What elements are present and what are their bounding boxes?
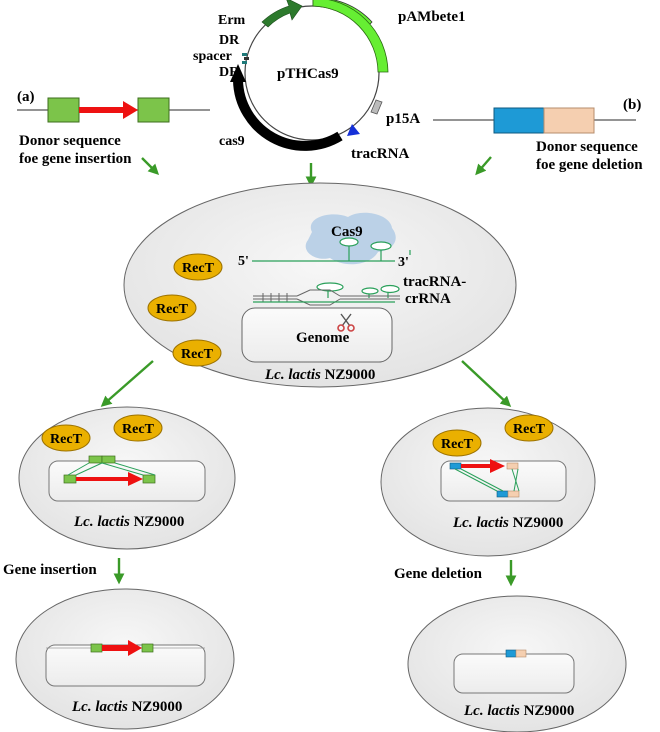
plasmid-name: pTHCas9 [277, 66, 339, 82]
right-homology-arm [137, 97, 170, 123]
guide-rna-strand [252, 237, 411, 298]
guide-rna-line2: crRNA [405, 291, 451, 307]
deletion-result-cell: Lc. lactis NZ9000 [407, 595, 627, 732]
panel-b-tag: (b) [623, 97, 641, 113]
tracrna-label: tracRNA [351, 146, 409, 162]
genome-box [241, 307, 393, 363]
cas9-gene-label: cas9 [219, 134, 245, 149]
panel-a-tag: (a) [17, 89, 35, 105]
p15a-segment [370, 99, 383, 115]
deletion-peach-arm [543, 107, 595, 134]
insertion-gene-arrow [76, 472, 143, 486]
panel-b-caption-line1: Donor sequence [536, 139, 638, 155]
svg-text:RecT: RecT [441, 437, 474, 452]
five-prime-label: 5' [238, 254, 249, 269]
arrow-b-to-cell [475, 156, 492, 176]
insertion-result-genome [45, 644, 206, 687]
pambete1-label: pAMbete1 [398, 9, 466, 25]
tracrna-segment [347, 124, 360, 136]
svg-text:RecT: RecT [181, 347, 214, 362]
plasmid-map: Erm pAMbete1 DR spacer DR pTHCas9 p15A c… [193, 0, 466, 162]
insertion-result-cell: Lc. lactis NZ9000 [15, 588, 235, 730]
erm-segment [261, 0, 303, 28]
scissors-icon [337, 313, 355, 332]
insert-gene-arrow [79, 101, 138, 119]
deletion-result-strain: Lc. lactis NZ9000 [463, 703, 574, 719]
svg-text:RecT: RecT [513, 422, 546, 437]
insertion-rect-2: RecT [113, 414, 163, 442]
genome-label: Genome [296, 330, 350, 346]
svg-text:RecT: RecT [156, 302, 189, 317]
guide-rna-line1: tracRNA- [403, 274, 466, 290]
gene-deletion-step: Gene deletion [394, 566, 483, 582]
panel-b-caption-line2: foe gene deletion [536, 157, 643, 173]
rect-protein-2: RecT [147, 294, 197, 322]
cas9-arrowhead [230, 64, 246, 82]
rect-protein-3: RecT [172, 339, 222, 367]
three-prime-label: 3' [398, 255, 409, 270]
erm-label: Erm [218, 13, 246, 28]
deletion-blue-arm [493, 107, 545, 134]
arrow-a-to-cell [141, 157, 160, 176]
donor-deletion-panel: (b) Donor sequence foe gene deletion [433, 97, 643, 173]
cas9-label: Cas9 [331, 224, 363, 240]
rect-protein-1: RecT [173, 253, 223, 281]
dr-spacer-marks [242, 53, 249, 64]
deletion-cell: RecT RecT Lc. lactis NZ9000 [380, 407, 596, 557]
inserted-gene-arrow [102, 640, 142, 656]
svg-text:RecT: RecT [50, 432, 83, 447]
arrow-to-insertion-cell [100, 360, 154, 407]
deletion-target-arrow [461, 459, 505, 473]
deletion-result-genome [453, 653, 575, 694]
insertion-cell: RecT RecT Lc. lactis NZ9000 [18, 406, 236, 550]
insertion-cell-strain: Lc. lactis NZ9000 [73, 514, 184, 530]
spacer-label: spacer [193, 49, 232, 64]
panel-a-caption-line2: foe gene insertion [19, 151, 132, 167]
deletion-rect-1: RecT [432, 429, 482, 457]
dr-bottom-label: DR [219, 65, 240, 80]
arrow-to-deletion-cell [461, 360, 512, 407]
dr-top-label: DR [219, 33, 240, 48]
insertion-rect-1: RecT [41, 424, 91, 452]
panel-a-caption-line1: Donor sequence [19, 133, 121, 149]
pambete1-arc [312, 0, 389, 73]
plasmid-backbone [244, 5, 380, 141]
donor-insertion-panel: (a) Donor sequence foe gene insertion [17, 89, 210, 167]
main-cell-strain: Lc. lactis NZ9000 [264, 367, 375, 383]
main-cell: Cas9 5' 3' tracRNA- crRNA [123, 182, 517, 388]
svg-text:RecT: RecT [182, 261, 215, 276]
left-homology-arm [47, 97, 80, 123]
deletion-cell-genome [440, 460, 567, 502]
gene-insertion-step: Gene insertion [3, 562, 97, 578]
deletion-rect-2: RecT [504, 414, 554, 442]
p15a-label: p15A [386, 111, 420, 127]
deletion-cell-strain: Lc. lactis NZ9000 [452, 515, 563, 531]
cas9-arc [233, 79, 343, 151]
transformation-arrows [141, 156, 492, 188]
insertion-result-strain: Lc. lactis NZ9000 [71, 699, 182, 715]
svg-text:RecT: RecT [122, 422, 155, 437]
